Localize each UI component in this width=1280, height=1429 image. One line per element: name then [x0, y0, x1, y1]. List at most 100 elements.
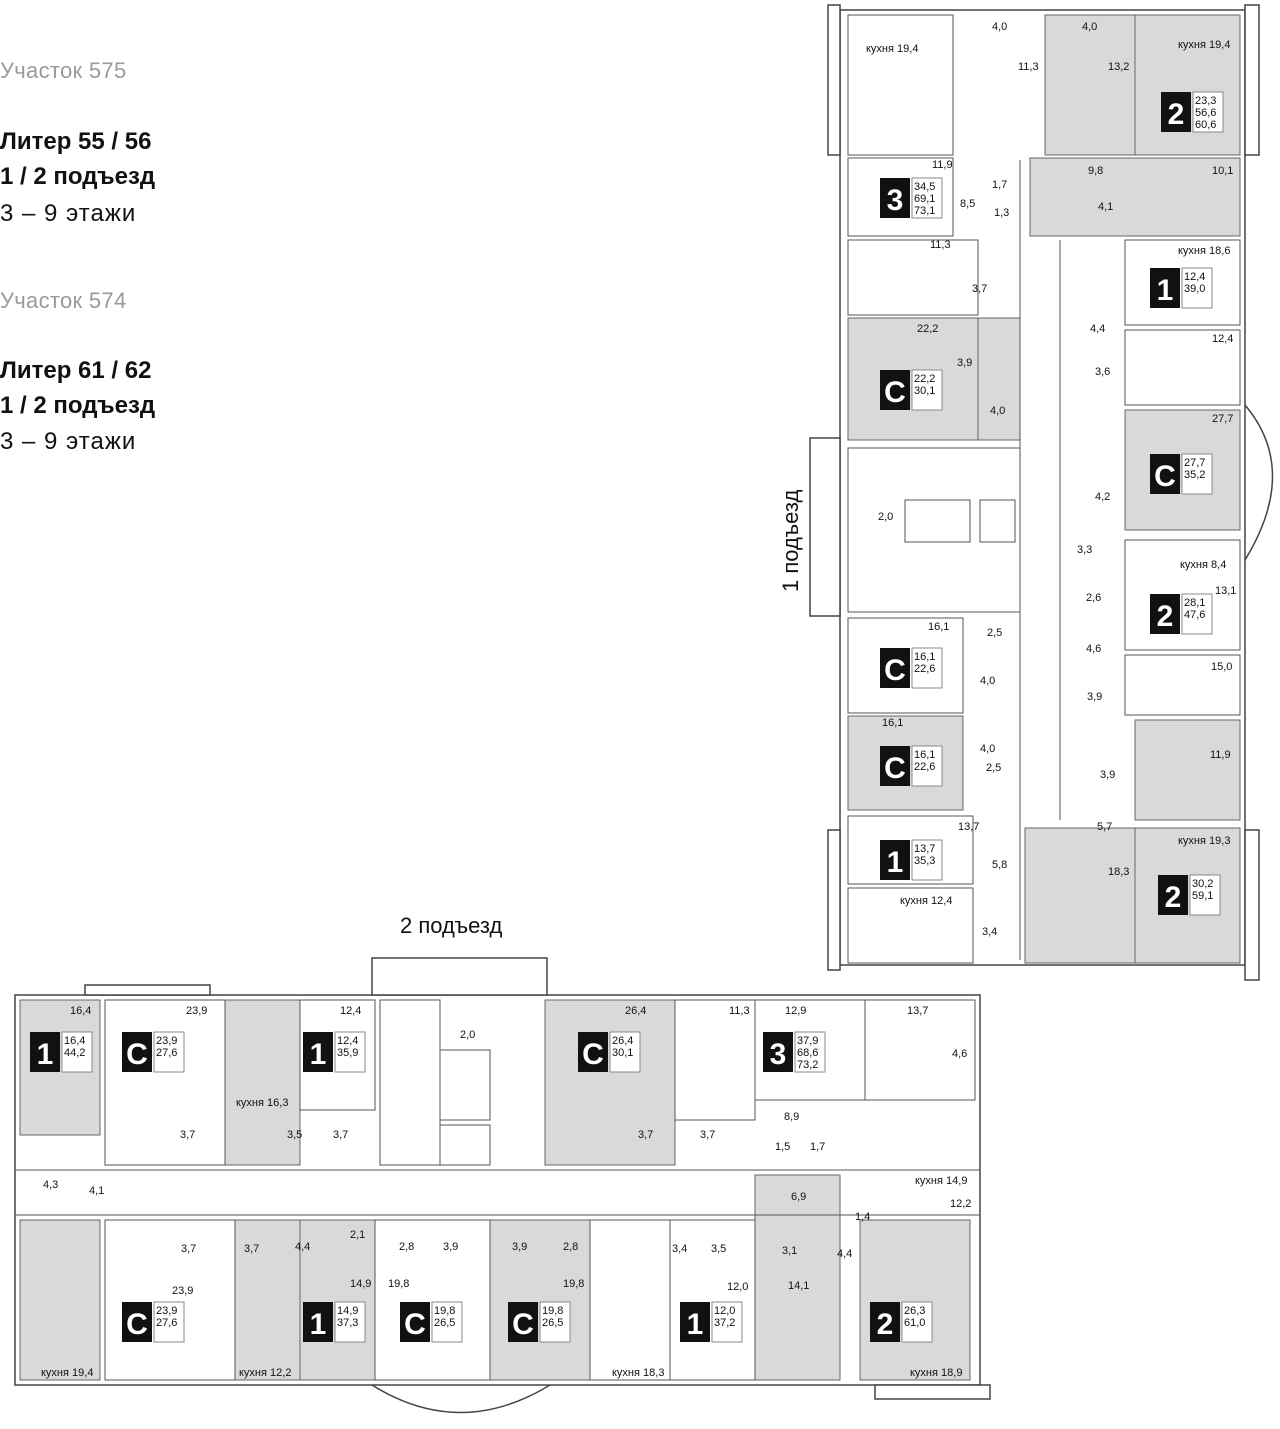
room-area-label: 3,5 [287, 1129, 302, 1141]
room-area-label: 22,2 [917, 323, 938, 335]
room-area-label: 4,0 [980, 743, 995, 755]
room-area-label: 3,7 [700, 1129, 715, 1141]
room-area-label: кухня 12,2 [239, 1367, 291, 1379]
apartment-type: С [404, 1308, 426, 1341]
room-area-label: 3,9 [1087, 691, 1102, 703]
apartment-area-value: 26,5 [542, 1317, 563, 1329]
room-area-label: кухня 18,6 [1178, 245, 1230, 257]
room-area-label: 13,1 [1215, 585, 1236, 597]
room-area-label: 4,3 [43, 1179, 58, 1191]
room-area-label: 8,5 [960, 198, 975, 210]
room-area-label: 4,1 [89, 1185, 104, 1197]
apartment-type-box [880, 648, 910, 688]
room-area-label: 4,4 [837, 1248, 852, 1260]
plot-575-label: Участок 575 [0, 58, 127, 83]
apartment-area-value: 22,6 [914, 663, 935, 675]
room-area-label: 12,0 [727, 1281, 748, 1293]
room-area-label: 1,4 [855, 1211, 870, 1223]
room-area-label: 3,5 [711, 1243, 726, 1255]
room-area-label: 5,7 [1097, 821, 1112, 833]
apartment-area-value: 30,2 [1192, 878, 1213, 890]
room-area-label: 19,8 [388, 1278, 409, 1290]
room-area-label: 11,3 [729, 1005, 750, 1017]
room-area-label: 6,9 [791, 1191, 806, 1203]
room-area-label: 12,2 [950, 1198, 971, 1210]
room-area-label: 1,3 [994, 207, 1009, 219]
apartment-area-value: 35,9 [337, 1047, 358, 1059]
apartment-type: 1 [887, 846, 904, 879]
room-area-label: 16,1 [882, 717, 903, 729]
apartment-area-box [431, 1301, 463, 1343]
room-area-label: 1,5 [775, 1141, 790, 1153]
building-1-outline [809, 4, 1274, 981]
room-area-label: 4,4 [1090, 323, 1105, 335]
room-area-label: 13,2 [1108, 61, 1129, 73]
apartment-area-box [794, 1031, 826, 1073]
apartment-area-box [911, 177, 943, 219]
apartment-area-value: 16,4 [64, 1035, 85, 1047]
room-area-label: 4,1 [1098, 201, 1113, 213]
apartment-area-value: 37,2 [714, 1317, 735, 1329]
room-area-label: 3,9 [443, 1241, 458, 1253]
apartment-area-value: 69,1 [914, 193, 935, 205]
apartment-area-value: 34,5 [914, 181, 935, 193]
apartment-area-value: 16,1 [914, 651, 935, 663]
apartment-type-box [122, 1302, 152, 1342]
room-area-label: 3,7 [181, 1243, 196, 1255]
room-area-label: 16,4 [70, 1005, 91, 1017]
room-area-label: 2,0 [460, 1029, 475, 1041]
apartment-area-value: 26,3 [904, 1305, 925, 1317]
room-area-label: 4,6 [1086, 643, 1101, 655]
apartment-area-value: 22,6 [914, 761, 935, 773]
building-2-walls [15, 999, 980, 1381]
room-area-label: 3,1 [782, 1245, 797, 1257]
apartment-area-box [334, 1031, 366, 1073]
apartment-type: 1 [1157, 274, 1174, 307]
room-area-label: 12,4 [340, 1005, 361, 1017]
apartment-type-box [303, 1032, 333, 1072]
room-area-label: кухня 18,3 [612, 1367, 664, 1379]
apartment-type-box [303, 1302, 333, 1342]
room-area-label: кухня 12,4 [900, 895, 952, 907]
apartment-area-value: 12,4 [1184, 271, 1205, 283]
room-area-label: 3,7 [244, 1243, 259, 1255]
apartment-area-value: 23,9 [156, 1035, 177, 1047]
apartment-type-box [1158, 875, 1188, 915]
room-area-label: 4,0 [980, 675, 995, 687]
apartment-area-box [911, 745, 943, 787]
apartment-area-value: 30,1 [612, 1047, 633, 1059]
room-area-label: 3,4 [672, 1243, 687, 1255]
room-area-label: 3,9 [957, 357, 972, 369]
apartment-area-value: 37,9 [797, 1035, 818, 1047]
apartment-area-value: 61,0 [904, 1317, 925, 1329]
apartment-type: С [126, 1308, 148, 1341]
room-area-label: 11,3 [1018, 61, 1039, 73]
room-area-label: кухня 16,3 [236, 1097, 288, 1109]
room-area-label: 3,9 [1100, 769, 1115, 781]
room-area-label: 4,0 [992, 21, 1007, 33]
apartment-area-box [609, 1031, 641, 1073]
apartment-type: 3 [770, 1038, 787, 1071]
apartment-type: С [884, 752, 906, 785]
apartment-type-box [508, 1302, 538, 1342]
apartment-type-box [400, 1302, 430, 1342]
room-area-label: 11,3 [930, 239, 951, 251]
apartment-type: 1 [37, 1038, 54, 1071]
room-area-label: 9,8 [1088, 165, 1103, 177]
room-area-label: 3,9 [512, 1241, 527, 1253]
room-area-label: 3,7 [333, 1129, 348, 1141]
entrance-1-label: 1 подъезд [778, 490, 803, 592]
apartment-area-box [1181, 593, 1213, 635]
room-area-label: 16,1 [928, 621, 949, 633]
